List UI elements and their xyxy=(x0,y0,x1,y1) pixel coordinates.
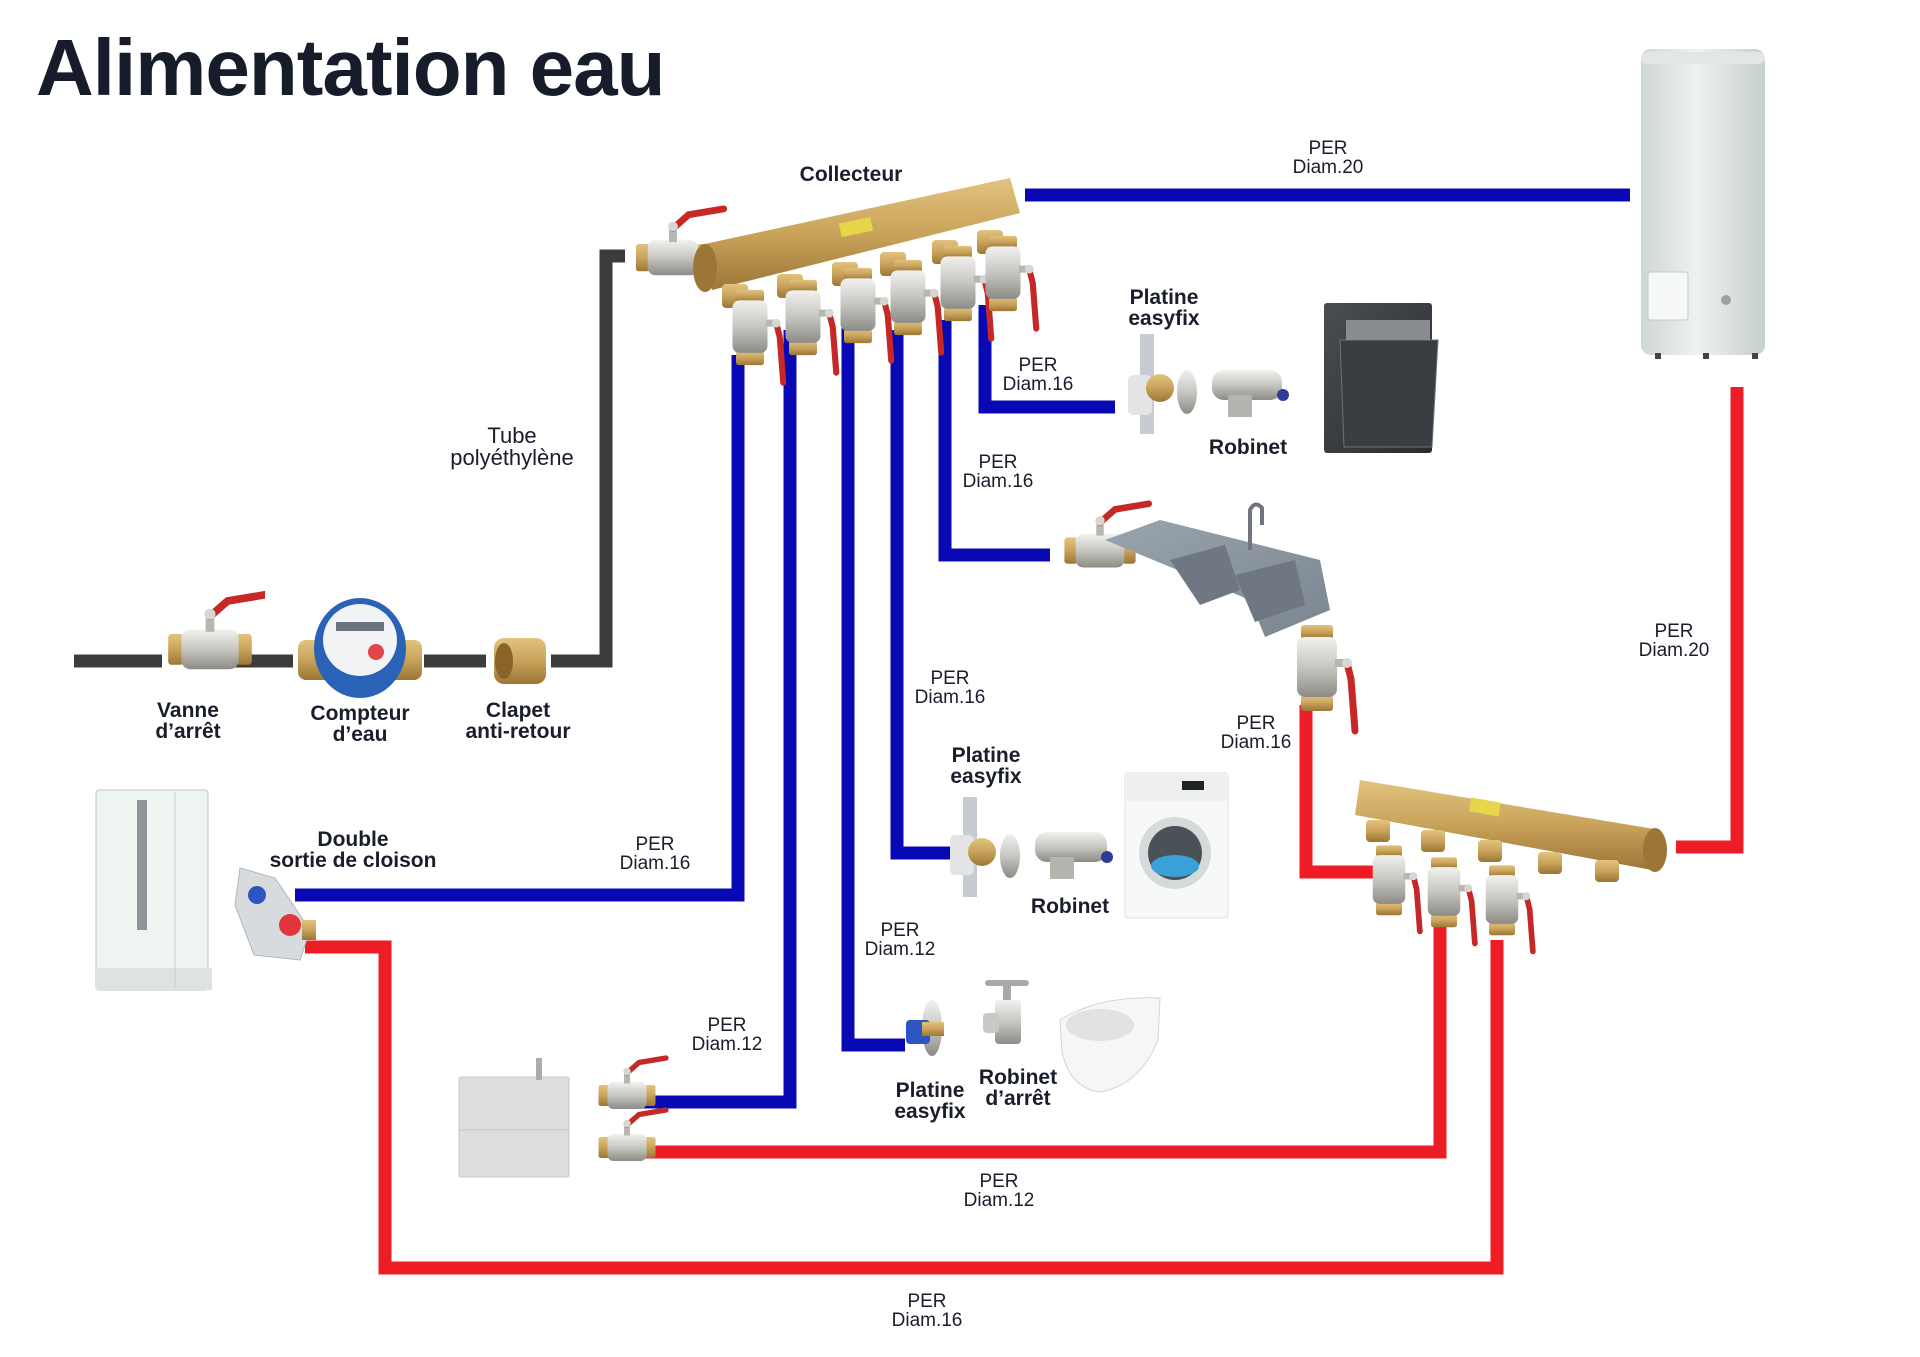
page-title: Alimentation eau xyxy=(36,23,666,112)
water-heater-icon xyxy=(1641,49,1765,359)
angle-tap-icon xyxy=(1212,370,1289,417)
angle-tap-icon xyxy=(1035,832,1113,879)
washing-machine-icon xyxy=(1124,772,1229,919)
hot-pipe-from-heater xyxy=(1676,387,1744,854)
collector-outlet-valve-icon xyxy=(986,236,1037,329)
collector-outlet-valve-icon xyxy=(1373,845,1420,931)
platine-easyfix-icon xyxy=(950,797,1020,897)
cold-pipe-vanity xyxy=(640,330,797,1109)
double-wall-outlet-icon xyxy=(234,867,316,961)
devices-layer xyxy=(95,49,1765,1178)
collector-outlet-valve-icon xyxy=(1486,865,1533,951)
hot-pipe-vanity xyxy=(630,920,1447,1159)
cold-pipe-shower xyxy=(295,355,745,902)
hot-pipe-sink xyxy=(1299,705,1395,879)
shower-cabin-icon xyxy=(95,789,212,991)
platine-easyfix-icon xyxy=(906,1000,944,1056)
label-robinet-washer: Robinet xyxy=(1030,895,1110,918)
cold-pipe-sink xyxy=(938,320,1050,562)
cold-pipe-dishwasher xyxy=(978,305,1115,414)
supply-pipe-riser xyxy=(551,249,625,668)
vanity-unit-icon xyxy=(458,1058,570,1178)
cold-pipe-washer xyxy=(890,330,955,860)
kitchen-sink-icon xyxy=(1105,502,1330,637)
toilet-icon xyxy=(1059,997,1161,1093)
label-collecteur: Collecteur xyxy=(799,163,903,186)
check-valve-icon xyxy=(494,638,546,684)
dishwasher-icon xyxy=(1324,303,1439,453)
pipes-layer xyxy=(74,188,1744,1275)
water-meter-icon xyxy=(298,598,422,698)
collector-manifold-hot xyxy=(1355,780,1667,882)
hot-pipe-shower xyxy=(305,940,1504,1275)
stop-valve-icon xyxy=(983,980,1029,1044)
label-robinet-dishwasher: Robinet xyxy=(1208,436,1288,459)
cold-pipe-toilet xyxy=(841,320,905,1052)
platine-easyfix-icon xyxy=(1128,334,1197,434)
